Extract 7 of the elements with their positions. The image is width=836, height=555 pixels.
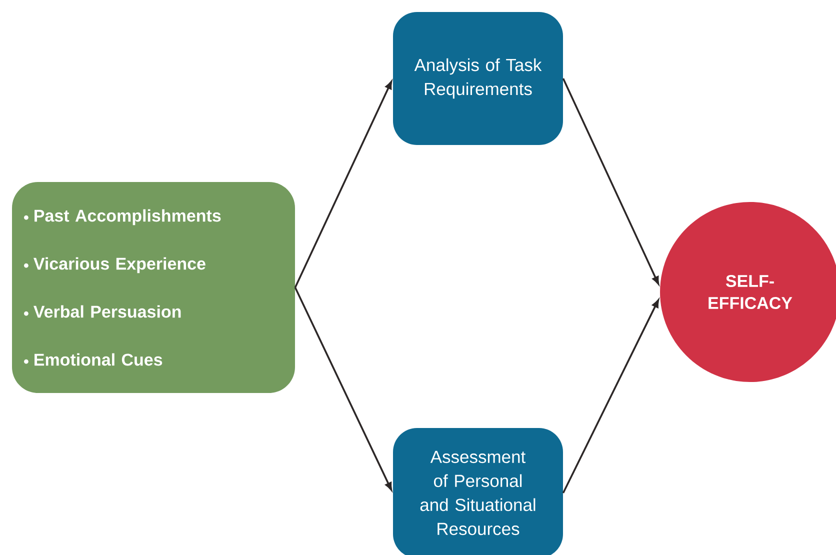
arrow [562,300,660,494]
process-box: Analysis of Task Requirements [393,12,563,145]
arrow [294,287,392,490]
process-box: Assessment of Personal and Situational Resources [393,428,563,555]
source-list-box: Past Accomplishments Vicarious Experience Verbal Persuasion Emotional Cues [12,182,295,393]
arrow [294,81,392,288]
arrow [562,78,660,284]
